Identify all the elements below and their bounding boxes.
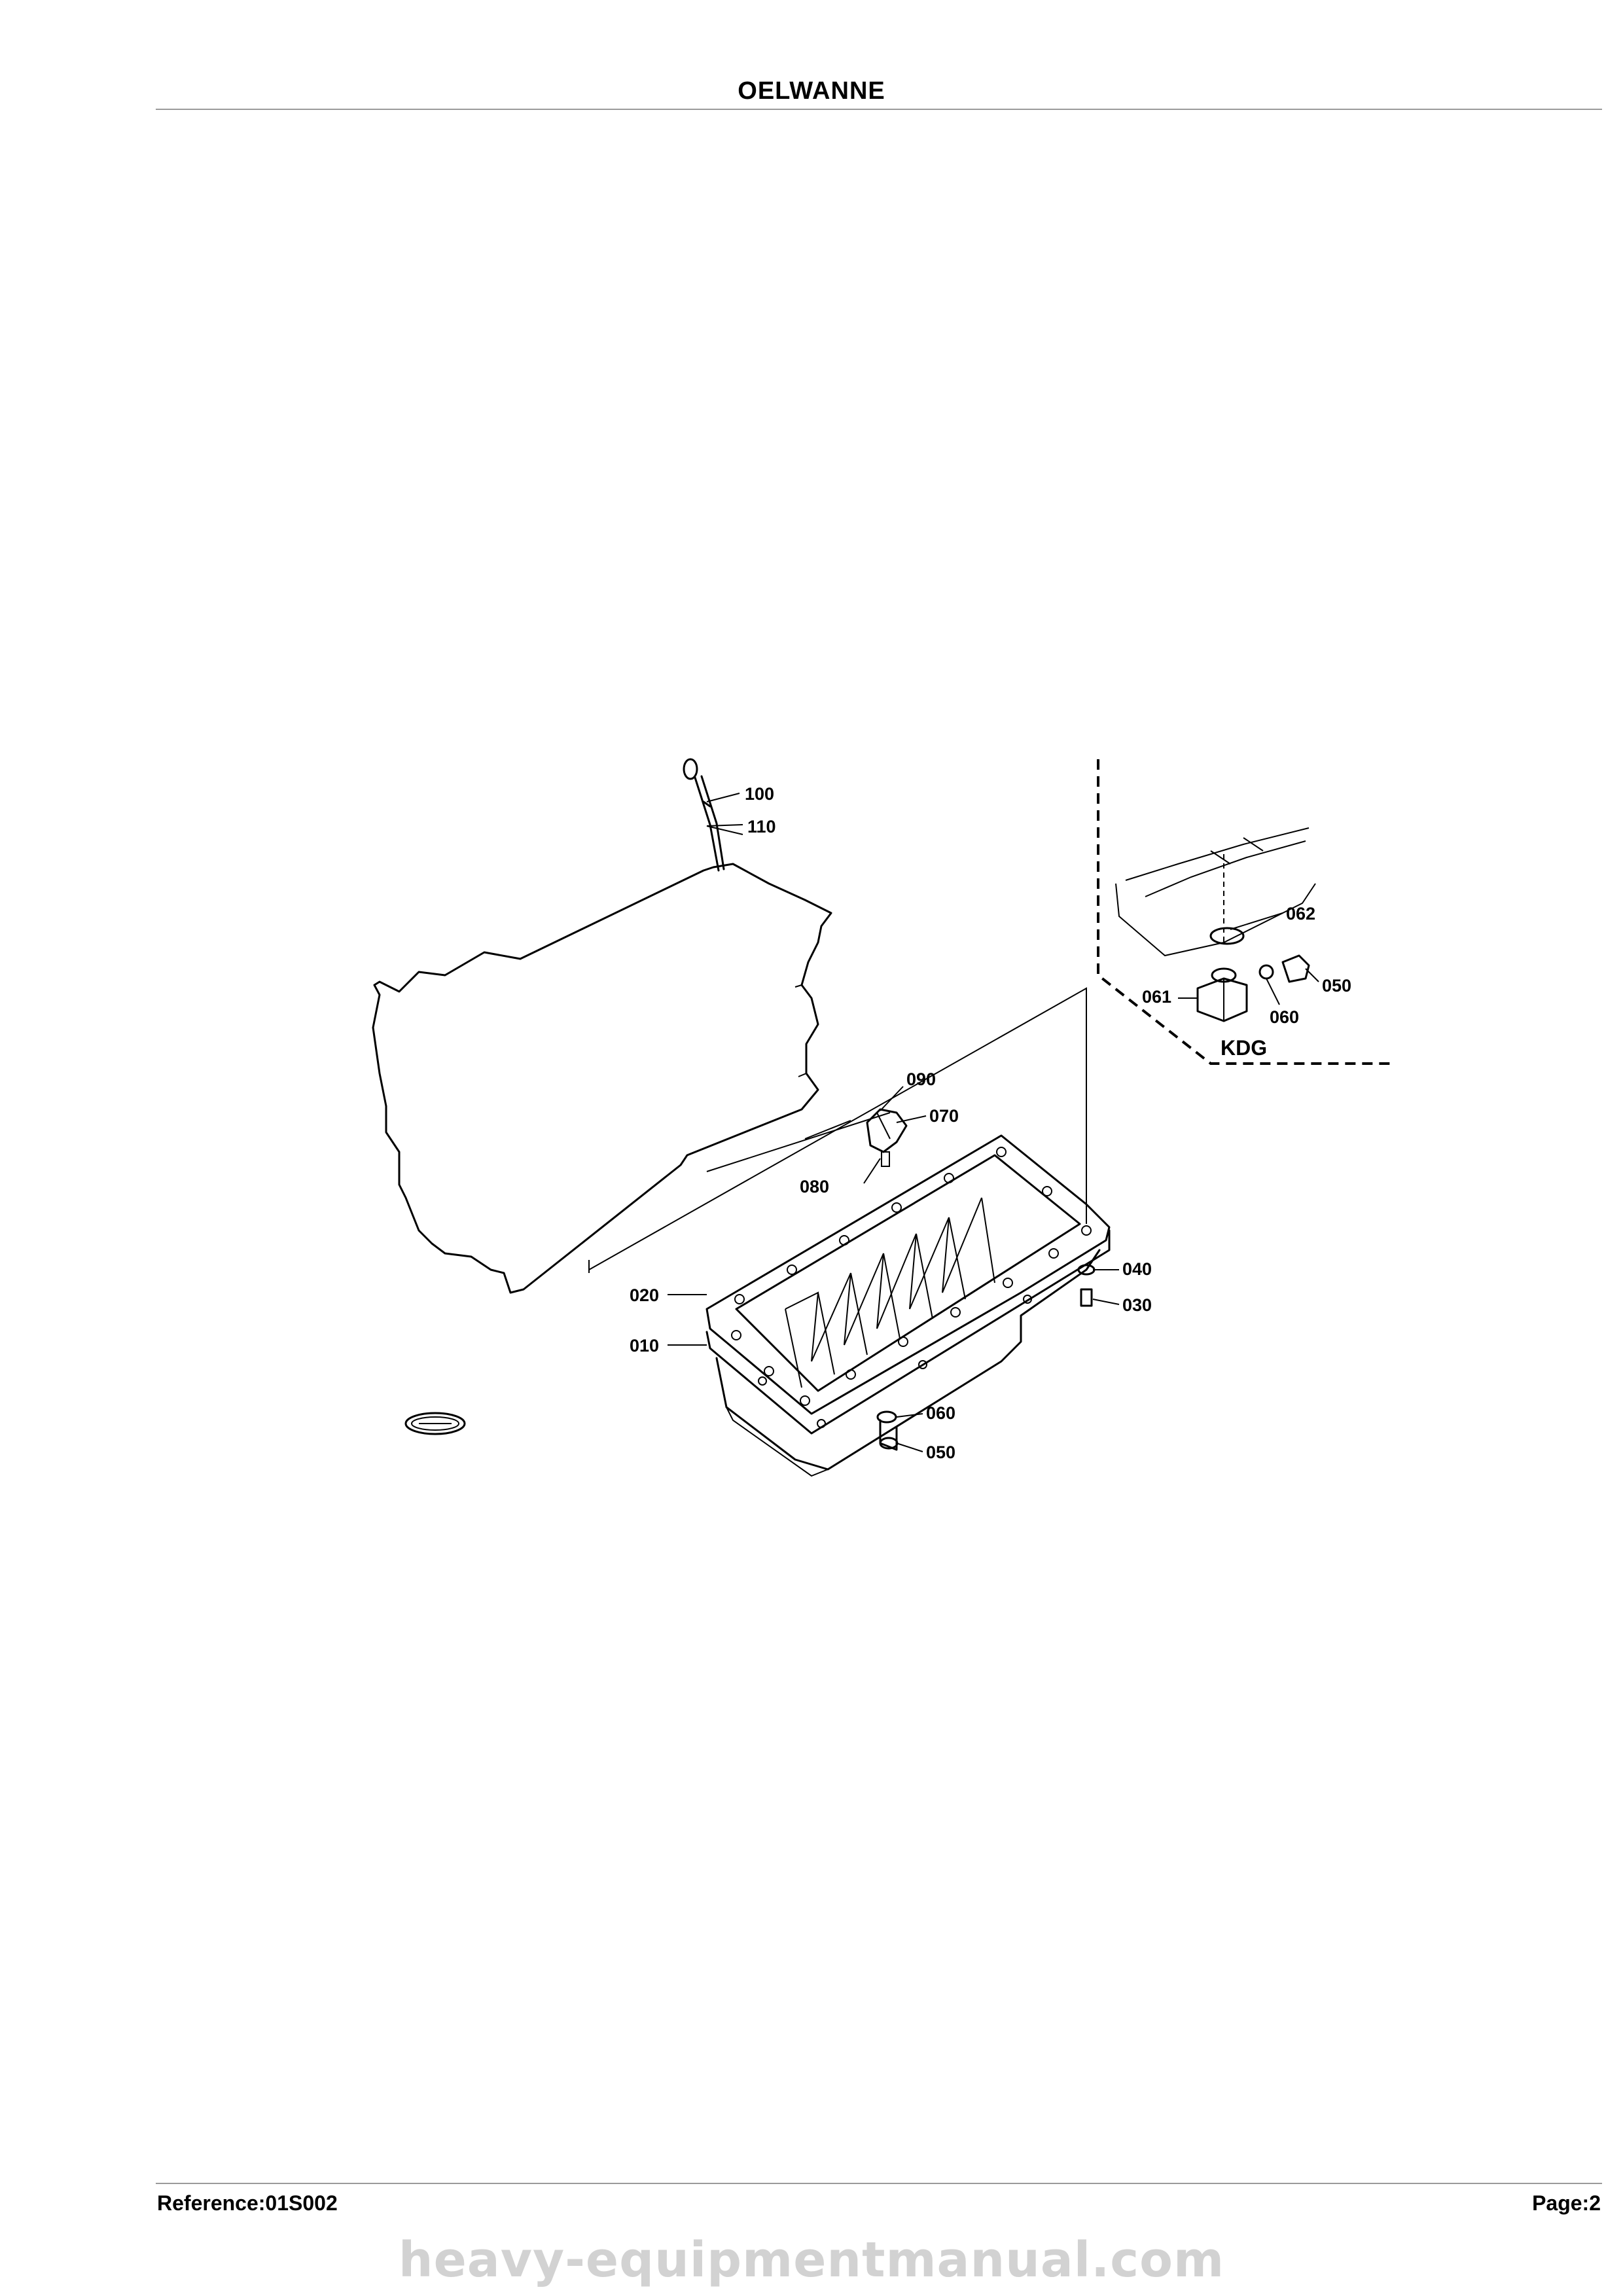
reference-code: Reference:01S002 [157,2191,338,2215]
callout-020: 020 [630,1285,659,1305]
callout-050: 050 [926,1443,955,1462]
diagram-code-badge [404,1412,466,1435]
callout-061: 061 [1142,987,1171,1007]
drain-plug-group [876,1410,899,1451]
page-number: Page:2 [1532,2191,1601,2215]
watermark: heavy-equipmentmanual.com [398,2232,1225,2288]
callout-040: 040 [1122,1259,1152,1279]
pan-bolt-group [1077,1264,1096,1307]
footer-divider [156,2183,1602,2184]
callout-080: 080 [800,1177,829,1196]
oil-pan [705,1134,1111,1477]
callout-070: 070 [929,1106,959,1126]
oil-strainer [866,1108,908,1167]
callout-030: 030 [1122,1295,1152,1315]
callout-090: 090 [906,1069,936,1089]
callout-060-detail: 060 [1270,1007,1299,1027]
engine-block-outline [372,863,832,1294]
flange-bolt-holes [731,1147,1092,1428]
callout-110: 110 [747,817,776,836]
page-title: OELWANNE [738,77,885,105]
assembly-guide-lines [588,987,1087,1273]
dipstick [683,758,725,872]
kdg-detail-inset [1097,759,1394,1065]
callout-010: 010 [630,1336,659,1355]
callout-050-detail: 050 [1322,976,1351,996]
callout-060: 060 [926,1403,955,1423]
kdg-label: KDG [1221,1036,1267,1060]
callout-062: 062 [1286,904,1315,924]
header-divider [156,109,1602,110]
callout-100: 100 [745,784,774,804]
callout-leaders [668,793,1319,1452]
